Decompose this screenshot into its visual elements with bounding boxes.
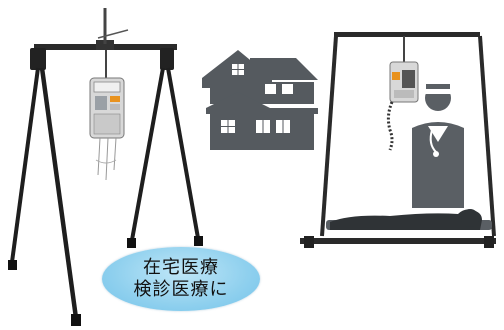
- doctor-icon: [412, 84, 464, 208]
- portable-device-icon: [89, 77, 125, 181]
- lying-patient-icon: [326, 209, 492, 230]
- caption-line-2: 検診医療に: [133, 279, 229, 300]
- hoist-frame-icon: [300, 32, 496, 248]
- house-icon: [202, 50, 318, 150]
- caption-line-1: 在宅医療: [143, 257, 219, 278]
- tripod-stand-icon: [8, 8, 203, 326]
- caption-bubble: 在宅医療 検診医療に: [102, 247, 260, 311]
- hoist-device-icon: [386, 61, 419, 151]
